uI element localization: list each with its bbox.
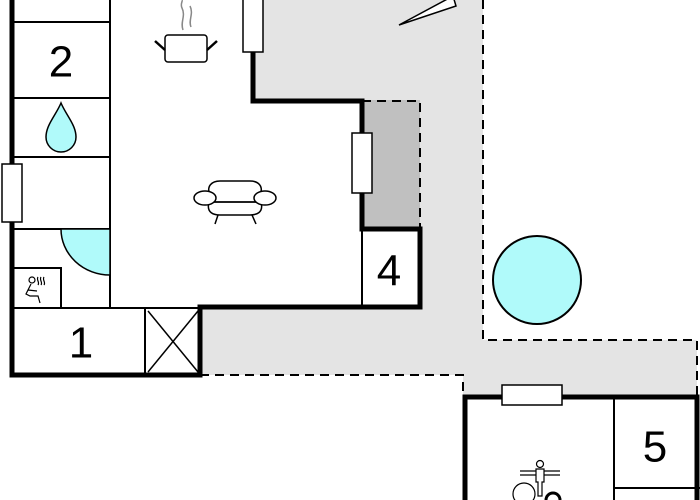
window — [501, 384, 563, 406]
fitness-icon — [512, 459, 562, 500]
shaft-cross — [147, 310, 199, 373]
window — [351, 132, 373, 194]
room-label-2: 2 — [49, 38, 73, 87]
room-label-4: 4 — [377, 247, 401, 296]
sofa-icon — [193, 180, 277, 225]
window — [1, 163, 23, 223]
room-label-5: 5 — [643, 423, 667, 472]
door-swing — [60, 228, 111, 276]
windows — [1, 0, 563, 406]
room-label-1: 1 — [69, 319, 93, 368]
pool-icon — [492, 235, 582, 325]
compass-arrow-icon — [398, 0, 457, 26]
cooking-pot-icon — [154, 0, 218, 63]
window — [242, 0, 264, 53]
sauna-icon — [25, 276, 46, 304]
dashed-boundaries — [200, 0, 698, 395]
water-drop-icon — [45, 101, 77, 153]
